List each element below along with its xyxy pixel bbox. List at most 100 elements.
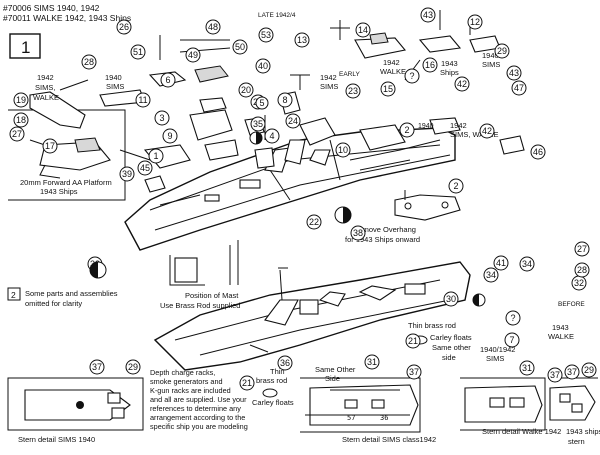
- part-31: 31: [367, 357, 377, 367]
- carley-note-2: Same other: [432, 343, 471, 352]
- part-21b: 21: [242, 378, 252, 388]
- part-49: 49: [188, 50, 198, 60]
- part-42: 42: [457, 79, 467, 89]
- part-28b: 28: [577, 265, 587, 275]
- mast-note-1: Position of Mast: [185, 291, 239, 300]
- step-number: 1: [21, 38, 30, 57]
- part-7: 7: [509, 335, 514, 345]
- thin-rod-note: Thin brass rod: [408, 321, 456, 330]
- depth-note-6: arrangement according to the: [150, 413, 245, 422]
- part-53: 53: [261, 30, 271, 40]
- part-40: 40: [258, 61, 268, 71]
- mast-insert: [169, 240, 239, 286]
- stern-walke-caption: Stern detail Walke 1942: [482, 427, 561, 436]
- same-other-1: Same Other: [315, 365, 356, 374]
- part-question: ?: [409, 71, 414, 81]
- part-29b: 29: [584, 365, 594, 375]
- part-35: 35: [253, 119, 263, 129]
- part-37c: 37: [550, 370, 560, 380]
- depth-note-3: K-gun racks are included: [150, 386, 231, 395]
- depth-note-2: smoke generators and: [150, 377, 223, 386]
- part-37d: 37: [567, 367, 577, 377]
- part-16: 16: [425, 60, 435, 70]
- part-11: 11: [138, 95, 147, 105]
- part-41: 41: [496, 258, 506, 268]
- omitted-note-1: Some parts and assemblies: [25, 289, 118, 298]
- aa-note-1: 20mm Forward AA Platform: [20, 178, 112, 187]
- part-23: 23: [348, 86, 358, 96]
- part-34b: 34: [522, 259, 532, 269]
- depth-note-7: specific ship you are modeling: [150, 422, 248, 431]
- part-39: 39: [122, 169, 132, 179]
- aa-note-2: 1943 Ships: [40, 187, 78, 196]
- mast-note-2: Use Brass Rod supplied: [160, 301, 240, 310]
- part-10: 10: [338, 145, 348, 155]
- part-20: 20: [241, 85, 251, 95]
- stern-mark-b: 36: [380, 414, 388, 422]
- callout-before: BEFORE: [558, 301, 585, 308]
- stern-detail-1943: [548, 377, 598, 421]
- overhang-detail: [394, 190, 461, 221]
- part-51: 51: [133, 47, 143, 57]
- stern-mark-a: 57: [347, 414, 355, 422]
- overhang-note-2: for 1943 Ships onward: [345, 235, 420, 244]
- header-line-1: #70006 SIMS 1940, 1942: [3, 3, 100, 13]
- callout-1940-sims-a: 1940: [105, 73, 122, 82]
- part-30: 30: [446, 294, 456, 304]
- part-47: 47: [514, 83, 524, 93]
- callout-1940-small: 1940: [418, 123, 434, 130]
- callout-1942-walke-a: 1942: [383, 58, 400, 67]
- part-46: 46: [533, 147, 543, 157]
- part-26: 26: [119, 22, 129, 32]
- header-line-2: #70011 WALKE 1942, 1943 Ships: [3, 13, 131, 23]
- callout-1942-sims-walke-a: 1942: [37, 73, 54, 82]
- omitted-step-number: 2: [11, 290, 16, 300]
- part-34: 34: [486, 270, 496, 280]
- thin-rod2-note-2: brass rod: [256, 376, 287, 385]
- part-18: 18: [16, 115, 26, 125]
- callout-1943-walke-a: 1943: [552, 323, 569, 332]
- stern-detail-1942: [300, 377, 421, 433]
- part-15: 15: [383, 84, 393, 94]
- callout-1943-ships-a: 1943: [441, 59, 458, 68]
- part-question-b: ?: [510, 313, 515, 323]
- part-5: 5: [259, 98, 264, 108]
- callout-1943-ships-b: Ships: [440, 68, 459, 77]
- callout-1940-1942-sims-a: 1940/1942: [480, 345, 515, 354]
- part-37b: 37: [409, 367, 419, 377]
- callout-1943-walke-b: WALKE: [548, 332, 574, 341]
- callout-1940-1942-sims-b: SIMS: [486, 354, 504, 363]
- callout-early: EARLY: [339, 71, 360, 78]
- part-32: 32: [574, 278, 584, 288]
- stern-detail-1940: [7, 377, 144, 431]
- part-43: 43: [423, 10, 433, 20]
- depth-note-1: Depth charge racks,: [150, 368, 215, 377]
- main-hull-upper: [124, 127, 456, 251]
- callout-1940-sims-r-a: 1940: [482, 51, 499, 60]
- depth-note-5: references to determine any: [150, 404, 241, 413]
- part-45: 45: [140, 163, 150, 173]
- part-9: 9: [167, 131, 172, 141]
- carley-note-1: Carley floats: [430, 333, 472, 342]
- omitted-note-2: omitted for clarity: [25, 299, 82, 308]
- part-38: 38: [353, 228, 363, 238]
- part-13: 13: [297, 35, 307, 45]
- part-31b: 31: [522, 363, 532, 373]
- callout-1942-sims-b: SIMS: [320, 82, 338, 91]
- carley2-note: Carley floats: [252, 398, 294, 407]
- part-19: 19: [16, 95, 26, 105]
- overhang-note-1: Remove Overhang: [353, 225, 416, 234]
- part-37: 37: [92, 362, 102, 372]
- part-21: 21: [408, 336, 418, 346]
- carley-note-3: side: [442, 353, 456, 362]
- half-filled-markers: [89, 131, 486, 307]
- part-28: 28: [84, 57, 94, 67]
- callout-1940-sims-r-b: SIMS: [482, 60, 500, 69]
- part-2b: 2: [404, 125, 409, 135]
- callout-1942-sims-walke-b: SIMS,: [35, 83, 55, 92]
- stern1943-caption: 1943 ships: [566, 427, 600, 436]
- part-50: 50: [235, 42, 245, 52]
- omitted-step-box: [7, 287, 21, 301]
- stern-detail-walke: [460, 377, 546, 431]
